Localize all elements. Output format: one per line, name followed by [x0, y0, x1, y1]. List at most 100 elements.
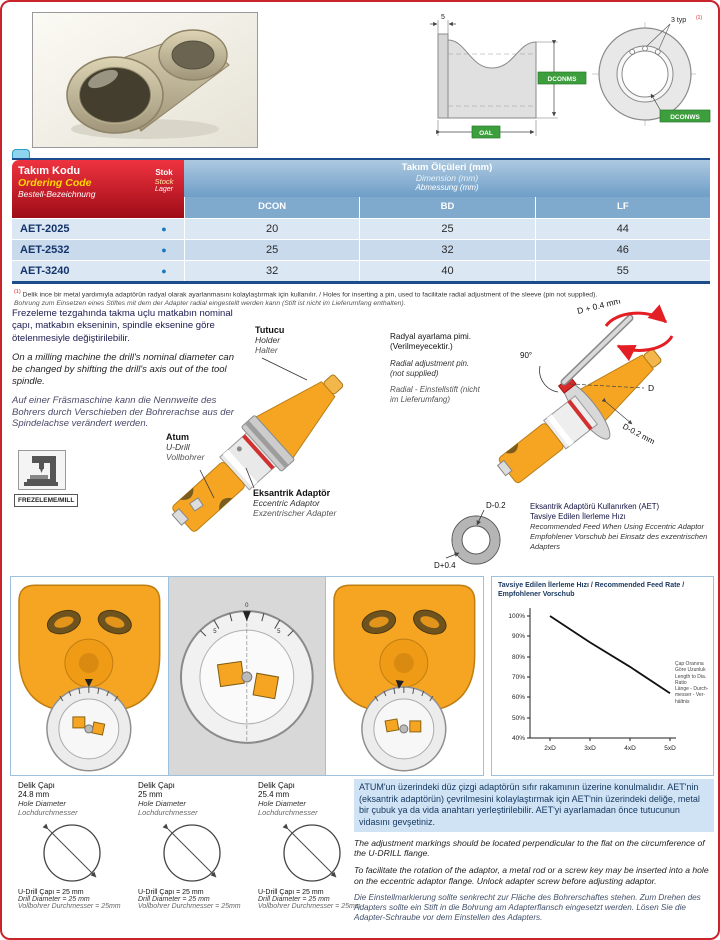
- cell-lf: 46: [534, 240, 710, 260]
- index-tab: [12, 149, 30, 159]
- typ3-sup: (1): [696, 15, 702, 21]
- intro-text: Frezeleme tezgahında takma uçlu matkabın…: [12, 308, 236, 430]
- mill-icon-box: [18, 450, 66, 490]
- hole-circle-art: [42, 823, 101, 882]
- code-header-tr: Takım Kodu: [18, 165, 81, 177]
- dim-header-tr: Takım Ölçüleri (mm): [401, 162, 493, 173]
- adaptor-panels: 5 0 5: [10, 576, 484, 776]
- xtick: 4xD: [624, 745, 636, 752]
- ordering-table: Takım Kodu Ordering Code Bestell-Bezeich…: [12, 158, 710, 284]
- eccentric-adaptor-label: Eksantrik Adaptör Eccentric Adaptor Exze…: [253, 488, 336, 518]
- cell-dcon: 20: [184, 219, 359, 239]
- hole-diameter-value: 24.8 mm: [18, 790, 50, 799]
- adjustment-notes: ATUM'un üzerindeki düz çizgi adaptörün s…: [354, 779, 714, 923]
- hole-title-tr: Delik Çapı: [258, 781, 295, 790]
- side-label-line: Göre Uzunluk: [675, 667, 706, 674]
- rotation-arrow: [616, 335, 674, 362]
- row-code: AET-2025: [20, 223, 70, 235]
- radial-pin-label: Radyal ayarlama pimi. (Verilmeyecektir.)…: [390, 332, 484, 405]
- hole-diagram-3: Delik Çapı 25.4 mm Hole Diameter Lochdur…: [258, 781, 370, 910]
- drill-dia-de: Vollbohrer Durchmesser = 25mm: [18, 903, 121, 910]
- side-label-line: hältnis: [675, 698, 690, 705]
- eccentric-leader-line: [245, 467, 255, 489]
- chart-side-label: Çap Oranına Göre Uzunluk Length to Dia. …: [675, 661, 711, 705]
- ring-inner-label: D-0.2: [486, 501, 506, 510]
- holder-leader-line: [261, 357, 308, 381]
- stock-dot: ●: [161, 224, 167, 234]
- holder-label-de: Halter: [255, 345, 278, 355]
- dconms-label: DCONMS: [548, 76, 578, 83]
- code-header-en: Ordering Code: [18, 177, 92, 189]
- footnote-line1: Delik ince bir metal yardımıyla adaptörü…: [22, 291, 598, 299]
- product-photo: [32, 12, 258, 148]
- cell-dcon: 25: [184, 240, 359, 260]
- hole-title-tr: Delik Çapı: [18, 781, 55, 790]
- chart-title-line1: Tavsiye Edilen İlerleme Hızı / Recommend…: [498, 582, 685, 589]
- technical-drawings: 5 DCONMS OAL: [430, 14, 711, 139]
- column-header-dcon: DCON: [184, 197, 359, 218]
- hole-circle-art: [282, 823, 341, 882]
- dial-number-right: 5: [277, 629, 281, 635]
- drill-dia-tr: U-Drill Çapı = 25 mm: [258, 889, 324, 896]
- angle-90-label: 90°: [520, 351, 532, 360]
- mill-machine-icon: [24, 456, 58, 486]
- notes-en-2: To facilitate the rotation of the adapto…: [354, 865, 709, 886]
- intro-tr: Frezeleme tezgahında takma uçlu matkabın…: [12, 308, 233, 344]
- hole-circle-art: [162, 823, 221, 882]
- drill-dia-en: Drill Diameter = 25 mm: [18, 896, 90, 903]
- d-plus-label: D + 0.4 mm: [576, 300, 621, 316]
- atum-label-tr: Atum: [166, 432, 189, 442]
- adjustment-tool-art: [496, 349, 662, 484]
- hole-diameter-value: 25 mm: [138, 790, 163, 799]
- table-row: AET-2025 ● 20 25 44: [12, 218, 710, 239]
- dimensions-header: Takım Ölçüleri (mm) Dimension (mm) Abmes…: [184, 160, 710, 218]
- feed-rate-line: [549, 615, 671, 694]
- pin-label-en: Radial adjustment pin. (not supplied): [390, 358, 470, 378]
- atum-label-de: Vollbohrer: [166, 452, 205, 462]
- drill-dia-de: Vollbohrer Durchmesser = 25mm: [138, 903, 241, 910]
- ytick: 80%: [512, 654, 525, 661]
- stock-dot: ●: [161, 266, 167, 276]
- footnote: (1) Delik ince bir metal yardımıyla adap…: [14, 289, 708, 309]
- notes-tr: ATUM'un üzerindeki düz çizgi adaptörün s…: [354, 779, 714, 832]
- atum-leader-line: [199, 469, 215, 499]
- adaptor-panel-1: [11, 577, 169, 775]
- front-view-drawing: 3 typ (1) DCONWS: [592, 15, 711, 128]
- stock-dot: ●: [161, 245, 167, 255]
- column-header-bd: BD: [359, 197, 534, 218]
- xtick: 2xD: [544, 745, 556, 752]
- holder-label-tr: Tutucu: [255, 325, 285, 335]
- rotation-arrow: [604, 304, 668, 327]
- atum-label: Atum U-Drill Vollbohrer: [166, 432, 204, 462]
- pin-label-de: Radial - Einstellstift (nicht im Lieferu…: [390, 384, 480, 404]
- adjustment-diagram: 90° D + 0.4 mm D D-0.2 mm: [496, 300, 674, 484]
- code-header-de: Bestell-Bezeichnung: [18, 189, 96, 199]
- dial-number-zero: 0: [245, 603, 249, 609]
- chart-plot: 100% 90% 80% 70% 60% 50% 40% 2xD 3xD 4xD…: [508, 607, 676, 752]
- eccentric-label-de: Exzentrischer Adapter: [253, 508, 337, 518]
- side-label-line: messer - Ver-: [675, 692, 706, 699]
- ytick: 40%: [512, 735, 525, 742]
- drill-dia-en: Drill Diameter = 25 mm: [138, 896, 210, 903]
- hole-diameter-value: 25.4 mm: [258, 790, 290, 799]
- notes-de: Die Einstellmarkierung sollte senkrecht …: [354, 892, 701, 923]
- chart-title-line2: Empfohlener Vorschub: [498, 591, 575, 599]
- assembly-diagram: [171, 357, 344, 532]
- code-header: Takım Kodu Ordering Code Bestell-Bezeich…: [12, 160, 144, 218]
- ring-caption: Eksantrik Adaptörü Kullanırken (AET) Tav…: [530, 502, 714, 552]
- footnote-marker: (1): [14, 289, 21, 295]
- ring-caption-de: Empfohlener Vorschub bei Einsatz des exz…: [530, 532, 708, 551]
- dim-header-en: Dimension (mm): [415, 173, 479, 183]
- hole-title-en: Hole Diameter: [18, 799, 66, 808]
- hole-diagram-2: Delik Çapı 25 mm Hole Diameter Lochdurch…: [138, 781, 250, 910]
- stock-header-de: Lager: [155, 186, 173, 193]
- pin-label-tr: Radyal ayarlama pimi. (Verilmeyecektir.): [390, 332, 471, 352]
- cell-bd: 40: [359, 261, 534, 281]
- oal-label: OAL: [479, 130, 493, 137]
- dial-closeup-panel: 5 0 5: [168, 577, 327, 775]
- feed-rate-chart: Tavsiye Edilen İlerleme Hızı / Recommend…: [491, 576, 714, 776]
- notes-en-1: The adjustment markings should be locate…: [354, 837, 705, 859]
- dim-header-de: Abmessung (mm): [415, 183, 479, 192]
- typ3-label: 3 typ: [671, 17, 686, 24]
